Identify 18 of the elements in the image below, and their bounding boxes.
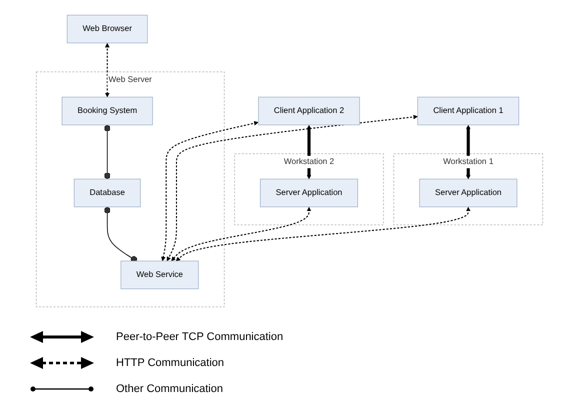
arrow bbox=[171, 206, 312, 262]
legend-label: HTTP Communication bbox=[116, 357, 224, 369]
node-box: Web Service bbox=[120, 260, 199, 290]
arrow bbox=[105, 42, 110, 98]
arrow bbox=[176, 206, 471, 262]
legend-label: Other Communication bbox=[116, 383, 223, 395]
connector bbox=[104, 124, 110, 180]
node-box: Client Application 2 bbox=[258, 96, 360, 126]
arrow bbox=[161, 121, 258, 262]
legend-label: Peer-to-Peer TCP Communication bbox=[116, 331, 284, 343]
node-box: Server Application bbox=[260, 178, 358, 208]
node-box: Client Application 1 bbox=[417, 96, 520, 126]
node-box: Database bbox=[74, 178, 141, 208]
arrow bbox=[166, 114, 418, 262]
node-box: Booking System bbox=[62, 96, 153, 126]
node-box: Server Application bbox=[419, 178, 518, 208]
connector bbox=[104, 206, 138, 262]
node-box: Web Browser bbox=[66, 14, 148, 44]
